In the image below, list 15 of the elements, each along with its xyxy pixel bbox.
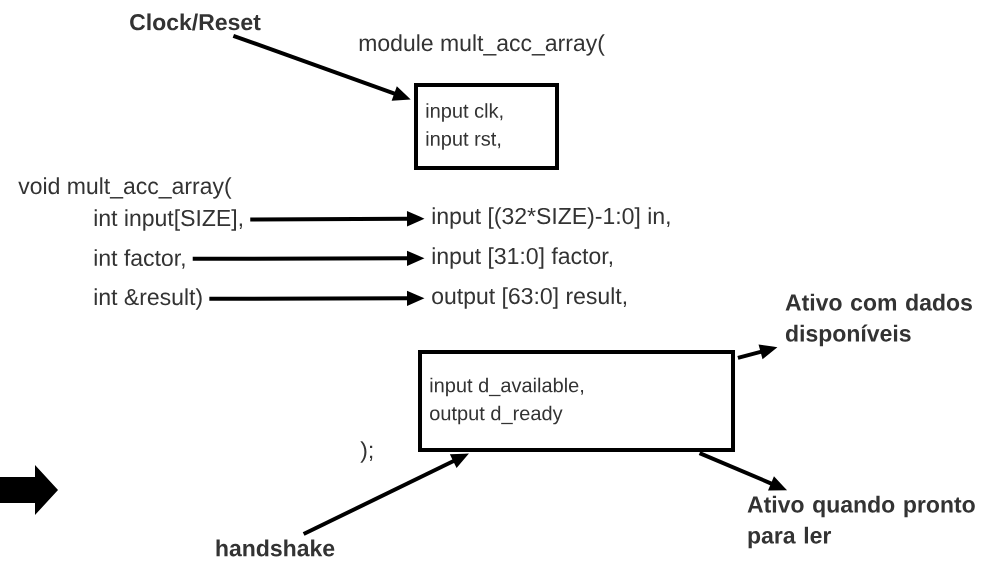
annotation-text: handshake (216, 539, 335, 557)
annotation-text: Ativo quando pronto para ler (747, 495, 975, 549)
code-text: ); (360, 441, 373, 463)
code-text: module mult_acc_array( (359, 34, 605, 56)
annotation-text: Clock/Reset (130, 13, 261, 31)
code-text: void mult_acc_array( (18, 177, 232, 199)
code-text: int &result) (94, 288, 202, 310)
code-text: input [31:0] factor, (432, 247, 612, 269)
code-text: output [63:0] result, (432, 287, 626, 309)
annotation-text: Ativo com dados disponíveis (785, 293, 972, 347)
code-text: input [(32*SIZE)-1:0] in, (432, 207, 670, 229)
code-box: input d_available, output d_ready (418, 350, 735, 452)
code-text: int input[SIZE], (94, 209, 242, 231)
code-text: int factor, (94, 249, 185, 269)
code-box: input clk, input rst, (414, 83, 559, 170)
